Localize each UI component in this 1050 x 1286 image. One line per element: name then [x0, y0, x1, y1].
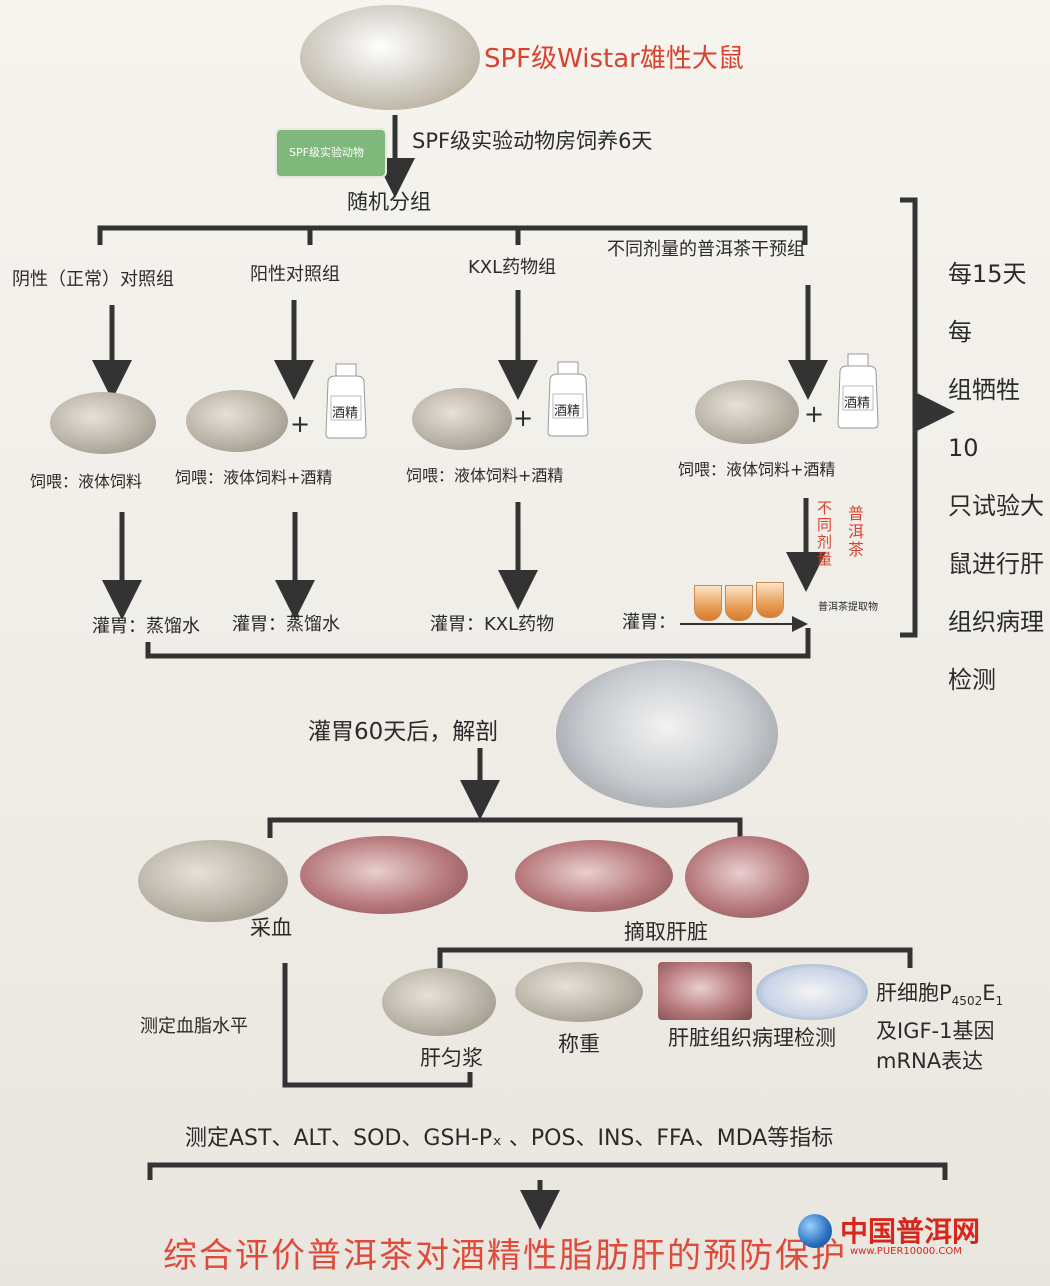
feed-label-2: 饲喂：液体饲料+酒精: [175, 468, 333, 487]
gene-line3: mRNA表达: [876, 1049, 984, 1074]
pathology-photo-2: [756, 964, 868, 1020]
tea-cup-2: [725, 585, 753, 621]
title-rat: SPF级Wistar雄性大鼠: [484, 44, 744, 74]
feed-label-3: 饲喂：液体饲料+酒精: [406, 466, 564, 485]
liver-photo-1: [515, 840, 673, 912]
spf-card-label: SPF级实验动物: [289, 146, 364, 159]
liver-label: 摘取肝脏: [624, 920, 708, 944]
feed-photo-1: [50, 392, 156, 454]
side-note-line: 每15天每: [948, 260, 1027, 346]
gavage-label-1: 灌胃：蒸馏水: [92, 616, 200, 637]
liver-photo-2: [685, 836, 809, 918]
gene-sub: 4502: [951, 994, 983, 1009]
gene-sub2: 1: [995, 994, 1004, 1009]
gene-line1: 肝细胞P: [876, 981, 952, 1005]
rat-photo: [300, 5, 480, 110]
bottle-label-2: 酒精: [332, 406, 359, 421]
tea-cup-3: [756, 582, 784, 618]
blood-label: 采血: [250, 916, 292, 940]
gene-label: 肝细胞P4502E1 及IGF-1基因 mRNA表达: [876, 978, 1003, 1076]
alcohol-bottle-icon: [837, 353, 879, 429]
gavage-label-4: 灌胃：: [622, 612, 676, 633]
group-kxl: KXL药物组: [468, 257, 557, 278]
site-logo: 中国普洱网: [840, 1215, 981, 1248]
dose-label: 不同剂量: [815, 500, 833, 568]
side-note-line: 组牺牲10: [948, 376, 1020, 462]
blood-photo-1: [138, 840, 288, 922]
plus-3: +: [513, 404, 534, 432]
feed-photo-3: [412, 388, 512, 450]
indices-label: 测定AST、ALT、SOD、GSH-Pₓ 、POS、INS、FFA、MDA等指标: [185, 1126, 834, 1151]
group-negative: 阴性（正常）对照组: [12, 269, 174, 290]
feed-label-4: 饲喂：液体饲料+酒精: [678, 460, 836, 479]
homogenate-label: 肝匀浆: [420, 1046, 483, 1070]
feed-photo-4: [695, 380, 799, 444]
gavage-label-2: 灌胃：蒸馏水: [232, 614, 340, 635]
dissect-label: 灌胃60天后，解剖: [308, 719, 499, 745]
spf-card: SPF级实验动物: [275, 128, 387, 178]
feed-photo-2: [186, 390, 288, 452]
lab-photo: [556, 660, 778, 808]
blood-photo-2: [300, 836, 468, 914]
alcohol-bottle-icon: [325, 363, 367, 439]
side-note-line: 组织病理: [948, 608, 1044, 636]
step-feed: SPF级实验动物房饲养6天: [412, 129, 653, 153]
pathology-photo-1: [658, 962, 752, 1020]
random-group: 随机分组: [347, 190, 431, 214]
conclusion-title: 综合评价普洱茶对酒精性脂肪肝的预防保护: [163, 1236, 847, 1276]
tea-label: 普洱茶: [845, 505, 864, 559]
blood-lipid-label: 测定血脂水平: [140, 1016, 248, 1037]
weigh-photo: [515, 962, 643, 1022]
weigh-label: 称重: [558, 1032, 600, 1056]
plus-4: +: [804, 400, 825, 428]
side-note-line: 检测: [948, 666, 996, 694]
site-url: www.PUER10000.COM: [850, 1246, 962, 1257]
alcohol-bottle-icon: [547, 361, 589, 437]
tea-extract-label: 普洱茶提取物: [818, 602, 878, 613]
bottle-label-4: 酒精: [844, 396, 871, 411]
side-note-line: 只试验大: [948, 492, 1044, 520]
side-note: 每15天每 组牺牲10 只试验大 鼠进行肝 组织病理 检测: [948, 245, 1048, 709]
gene-mid: E: [982, 981, 996, 1005]
bottle-label-3: 酒精: [554, 404, 581, 419]
plus-2: +: [290, 410, 311, 438]
logo-globe-icon: [798, 1214, 832, 1248]
side-note-line: 鼠进行肝: [948, 550, 1044, 578]
gavage-label-3: 灌胃：KXL药物: [430, 614, 555, 635]
group-positive: 阳性对照组: [250, 264, 340, 285]
tea-cup-1: [694, 585, 722, 621]
pathology-label: 肝脏组织病理检测: [668, 1026, 836, 1050]
homogenate-photo: [382, 968, 496, 1036]
feed-label-1: 饲喂：液体饲料: [30, 472, 143, 491]
gene-line2: 及IGF-1基因: [876, 1019, 995, 1044]
group-puer: 不同剂量的普洱茶干预组: [607, 239, 805, 260]
